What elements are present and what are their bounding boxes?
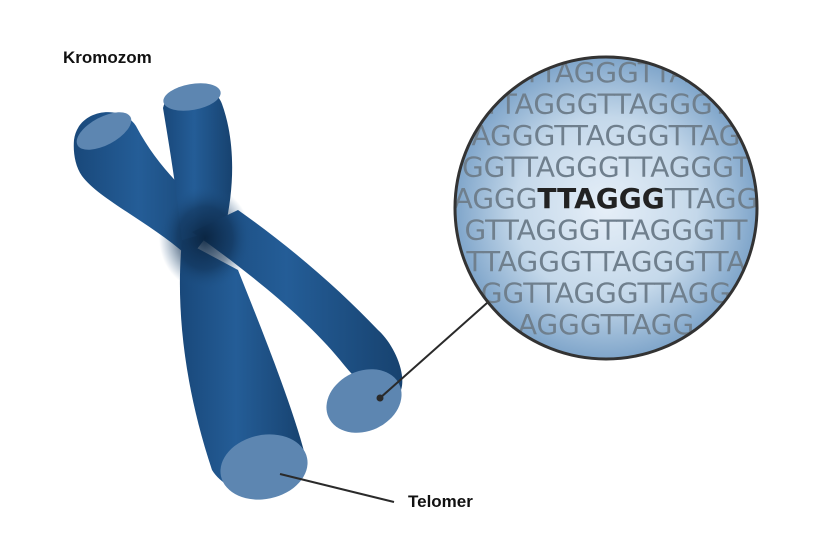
sequence-row: AGGGTTAGG <box>518 308 694 341</box>
magnifier-lens <box>455 57 757 359</box>
sequence-row: TTAGGGTTAGGGTTA <box>465 245 745 278</box>
sequence-row: GGTTAGGGTTAGGGT <box>462 151 751 184</box>
magnifier-pointer-dot <box>376 394 384 402</box>
sequence-row: GGTTAGGGTTAGG <box>481 277 731 310</box>
highlighted-repeat: TTAGGG <box>537 182 664 215</box>
sequence-text: TTAGGGTTATTAGGGTTAGGGTAGGGTTAGGGTTAGGGTT… <box>454 56 759 341</box>
telomere-cap-upper-right <box>163 83 221 111</box>
magnifier-pointer-line <box>379 302 488 399</box>
telomere-label: Telomer <box>408 492 473 511</box>
telomere-cap-upper-left <box>76 112 132 150</box>
sequence-row: AGGGTTAGGGTTAG <box>472 119 741 152</box>
telomere-pointer-line <box>279 473 395 503</box>
telomere-caps <box>76 83 402 500</box>
sequence-row: TTAGGGTTAGGGT <box>482 88 730 121</box>
centromere <box>159 186 251 290</box>
chromosome <box>73 86 403 493</box>
telomere-cap-lower-left <box>220 434 308 500</box>
magnifier-border <box>453 55 759 361</box>
chromosome-label: Kromozom <box>63 48 152 67</box>
sequence-row: AGGGTTAGGGTTAGG <box>454 182 759 215</box>
telomere-cap-lower-right <box>326 369 402 433</box>
sequence-row: GTTAGGGTTAGGGTT <box>464 214 748 247</box>
magnifier: TTAGGGTTATTAGGGTTAGGGTAGGGTTAGGGTTAGGGTT… <box>453 55 759 361</box>
chromosome-arm-lower-left <box>179 240 305 493</box>
sequence-row: TTAGGGTTA <box>523 56 689 89</box>
